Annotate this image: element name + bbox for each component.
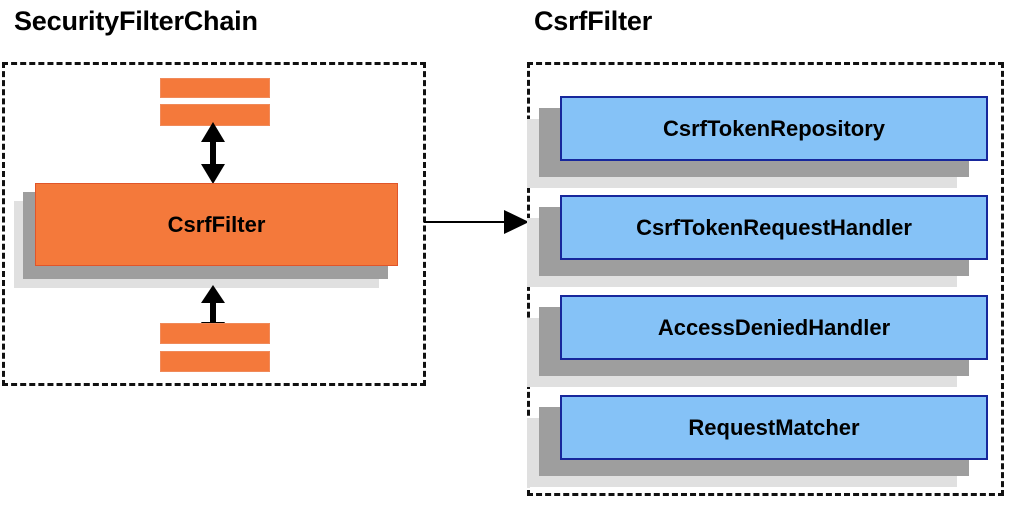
double-arrow-above-icon (201, 122, 225, 184)
node-label: CsrfTokenRepository (662, 115, 886, 141)
node-face: RequestMatcher (560, 395, 988, 460)
node-request-matcher[interactable]: RequestMatcher (527, 395, 993, 487)
node-label: CsrfFilter (167, 211, 266, 237)
node-label: RequestMatcher (688, 414, 860, 440)
node-face: CsrfTokenRepository (560, 96, 988, 161)
panel-title-security-filter-chain: SecurityFilterChain (14, 6, 258, 36)
node-label: CsrfTokenRequestHandler (636, 214, 912, 240)
node-face: CsrfFilter (35, 183, 398, 266)
panel-title-csrf-filter: CsrfFilter (534, 6, 653, 36)
filter-stub-below-1 (160, 323, 270, 344)
filter-stub-below-2 (160, 351, 270, 372)
node-access-denied-handler[interactable]: AccessDeniedHandler (527, 295, 993, 387)
panel-security-filter-chain (2, 62, 426, 386)
node-face: CsrfTokenRequestHandler (560, 195, 988, 260)
node-face: AccessDeniedHandler (560, 295, 988, 360)
node-csrf-filter[interactable]: CsrfFilter (14, 183, 398, 288)
filter-stub-above-1 (160, 78, 270, 98)
node-csrf-token-repository[interactable]: CsrfTokenRepository (527, 96, 993, 188)
panel-link-arrow-icon (424, 210, 529, 234)
node-csrf-token-request-handler[interactable]: CsrfTokenRequestHandler (527, 195, 993, 287)
node-label: AccessDeniedHandler (657, 314, 891, 340)
